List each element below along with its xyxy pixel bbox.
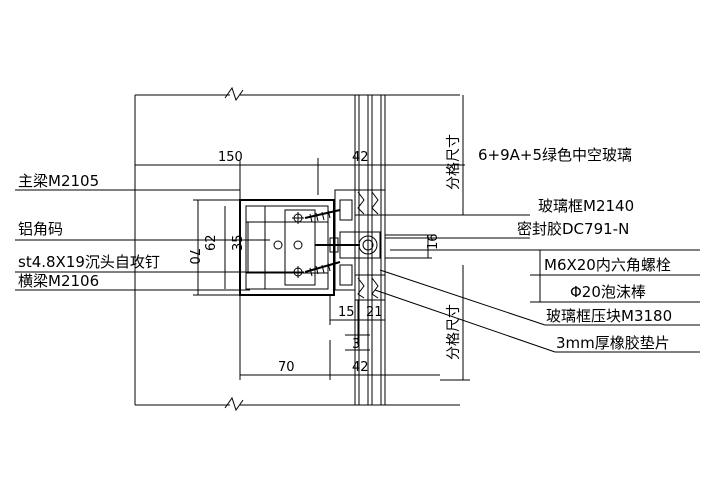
- foam-rod-and-sealant: [315, 231, 381, 259]
- label-division-bottom: 分格尺寸: [446, 304, 462, 360]
- aluminum-corner-plate: [273, 209, 316, 286]
- label-sealant: 密封胶DC791-N: [517, 220, 629, 238]
- dim-70-vertical: 70: [186, 248, 201, 265]
- dim-35: 35: [231, 234, 246, 251]
- label-frame-clamp: 玻璃框压块M3180: [546, 307, 672, 325]
- dim-21: 21: [366, 305, 383, 320]
- dim-42-bottom: 42: [352, 360, 369, 375]
- label-bolt: M6X20内六角螺栓: [544, 256, 671, 274]
- dim-150: 150: [218, 150, 243, 165]
- transom-profile: [239, 199, 335, 296]
- glass-panes: [354, 95, 386, 405]
- label-glass: 6+9A+5绿色中空玻璃: [478, 146, 632, 164]
- main-beam-outline: [134, 86, 460, 412]
- dim-70-bottom: 70: [278, 360, 295, 375]
- division-labels: 分格尺寸 分格尺寸: [446, 134, 462, 360]
- label-screw: st4.8X19沉头自攻钉: [18, 253, 160, 271]
- dim-62: 62: [204, 234, 219, 251]
- label-main-beam: 主梁M2105: [18, 172, 99, 190]
- screws: [304, 209, 341, 277]
- label-transom: 横梁M2106: [18, 272, 99, 290]
- right-labels: 6+9A+5绿色中空玻璃 玻璃框M2140 密封胶DC791-N M6X20内六…: [478, 146, 672, 352]
- left-labels: 主梁M2105 铝角码 st4.8X19沉头自攻钉 横梁M2106: [18, 172, 160, 290]
- label-rubber-pad: 3mm厚橡胶垫片: [556, 334, 670, 352]
- leader-lines: [15, 164, 700, 353]
- label-foam-rod: Φ20泡沫棒: [570, 283, 646, 301]
- dim-3: 3: [352, 337, 360, 352]
- dimension-texts: 150 42 70 62 35 16 15 21 3 70 42: [186, 150, 441, 375]
- dim-42-top: 42: [352, 150, 369, 165]
- dim-15: 15: [338, 305, 355, 320]
- dim-16: 16: [426, 233, 441, 250]
- label-division-top: 分格尺寸: [446, 134, 462, 190]
- label-glass-frame: 玻璃框M2140: [538, 197, 634, 215]
- label-aluminum-corner: 铝角码: [18, 220, 63, 238]
